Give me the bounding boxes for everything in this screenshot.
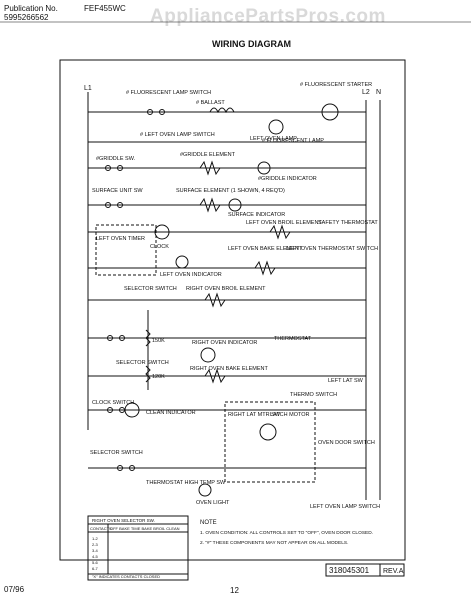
footer-page: 12	[230, 586, 239, 595]
surface-indicator-symbol	[228, 198, 242, 212]
label-right-oven-broil: RIGHT OVEN BROIL ELEMENT	[186, 286, 266, 292]
label-selector-switch: SELECTOR SWITCH	[124, 286, 177, 292]
label-latch-motor: LATCH MOTOR	[270, 412, 310, 418]
note-1: 1. OVEN CONDITION: ALL CONTROLS SET TO "…	[200, 530, 373, 536]
label-fluorescent-lamp: # FLUORESCENT LAMP	[262, 138, 324, 144]
publication-label: Publication No.	[4, 4, 58, 13]
latch-motor-symbol	[259, 423, 277, 441]
label-left-oven-timer: LEFT OVEN TIMER	[96, 236, 145, 242]
diagram-frame	[59, 59, 406, 561]
fluorescent-starter-symbol	[321, 103, 339, 121]
label-left-oven-bake: LEFT OVEN BAKE ELEMENT	[228, 246, 303, 252]
label-selector-switch-3: SELECTOR SWITCH	[90, 450, 143, 456]
table-row-1: 1-2	[92, 536, 99, 541]
label-griddle-sw: #GRIDDLE SW.	[96, 156, 136, 162]
label-surface-indicator: SURFACE INDICATOR	[228, 212, 285, 218]
latch-motor-box	[224, 401, 316, 483]
label-left-oven-lamp: LEFT OVEN LAMP	[250, 136, 297, 142]
footer-date: 07/96	[4, 585, 25, 594]
clock-symbol	[154, 224, 170, 240]
label-left-oven-indicator: LEFT OVEN INDICATOR	[160, 272, 222, 278]
left-oven-indicator-symbol	[175, 255, 189, 269]
label-thermostat-hi-temp: THERMOSTAT HIGH TEMP SW	[146, 480, 226, 486]
label-right-oven-bake: RIGHT OVEN BAKE ELEMENT	[190, 366, 268, 372]
label-left-lat-sw: LEFT LAT SW	[328, 378, 364, 384]
label-thermostat: THERMOSTAT	[274, 336, 312, 342]
label-120k: 120K	[152, 374, 165, 380]
label-clock-switch: CLOCK SWITCH	[92, 400, 134, 406]
label-clean-indicator: CLEAN INDICATOR	[146, 410, 196, 416]
table-columns: OFF BAKE TIME BAKE BROIL CLEAN	[110, 526, 180, 531]
selector-table	[87, 515, 189, 581]
label-selector-switch-2: SELECTOR SWITCH	[116, 360, 169, 366]
label-n: N	[376, 89, 381, 96]
model-number: FEF455WC	[84, 4, 126, 13]
note-title: NOTE	[200, 520, 217, 526]
left-oven-timer-box	[95, 224, 157, 276]
fluorescent-lamp-symbol	[268, 119, 284, 135]
label-l1: L1	[84, 85, 92, 92]
label-right-oven-indicator: RIGHT OVEN INDICATOR	[192, 340, 257, 346]
label-thermo-switch: THERMO SWITCH	[290, 392, 337, 398]
oven-light-symbol	[198, 483, 212, 497]
right-oven-indicator-symbol	[200, 347, 216, 363]
label-right-lat-mtr-sw: RIGHT LAT MTR SW	[228, 412, 281, 418]
table-footnote: "X" INDICATES CONTACTS CLOSED	[92, 574, 160, 579]
label-left-oven-lamp-switch: # LEFT OVEN LAMP SWITCH	[140, 132, 215, 138]
label-oven-door-switch: OVEN DOOR SWITCH	[318, 440, 375, 446]
label-left-oven-lamp-switch-2: LEFT OVEN LAMP SWITCH	[310, 504, 380, 510]
label-l2: L2	[362, 89, 370, 96]
label-surface-element: SURFACE ELEMENT (1 SHOWN, 4 REQ'D)	[176, 188, 285, 194]
label-oven-light: OVEN LIGHT	[196, 500, 230, 506]
revision: REV.A	[383, 568, 404, 575]
label-safety-thermostat: SAFETY THERMOSTAT	[318, 220, 378, 226]
label-griddle-element: #GRIDDLE ELEMENT	[180, 152, 236, 158]
label-griddle-indicator: #GRIDDLE INDICATOR	[258, 176, 317, 182]
table-row-3: 3-4	[92, 548, 99, 553]
label-left-oven-thermostat: LEFT OVEN THERMOSTAT SWITCH	[286, 246, 378, 252]
label-150k: 150K	[152, 338, 165, 344]
label-fluorescent-lamp-switch: # FLUORESCENT LAMP SWITCH	[126, 90, 211, 96]
clean-indicator-symbol	[124, 402, 140, 418]
label-ballast: # BALLAST	[196, 100, 225, 106]
table-row-5: 5-6	[92, 560, 99, 565]
part-number: 318045301	[329, 566, 370, 575]
table-contacts: CONTACTS	[90, 526, 112, 531]
label-clock: CLOCK	[150, 244, 169, 250]
publication-number: 5995266562	[4, 13, 49, 22]
griddle-indicator-symbol	[257, 161, 271, 175]
label-left-oven-broil: LEFT OVEN BROIL ELEMENT	[246, 220, 322, 226]
table-row-4: 4-5	[92, 554, 99, 559]
note-2: 2. "#" THESE COMPONENTS MAY NOT APPEAR O…	[200, 540, 348, 546]
table-row-2: 2-3	[92, 542, 99, 547]
label-fluorescent-starter: # FLUORESCENT STARTER	[300, 82, 372, 88]
diagram-title: WIRING DIAGRAM	[212, 39, 291, 49]
table-title: RIGHT OVEN SELECTOR SW.	[92, 518, 155, 523]
label-surface-unit-sw: SURFACE UNIT SW	[92, 188, 143, 194]
table-row-6: 6-7	[92, 566, 99, 571]
